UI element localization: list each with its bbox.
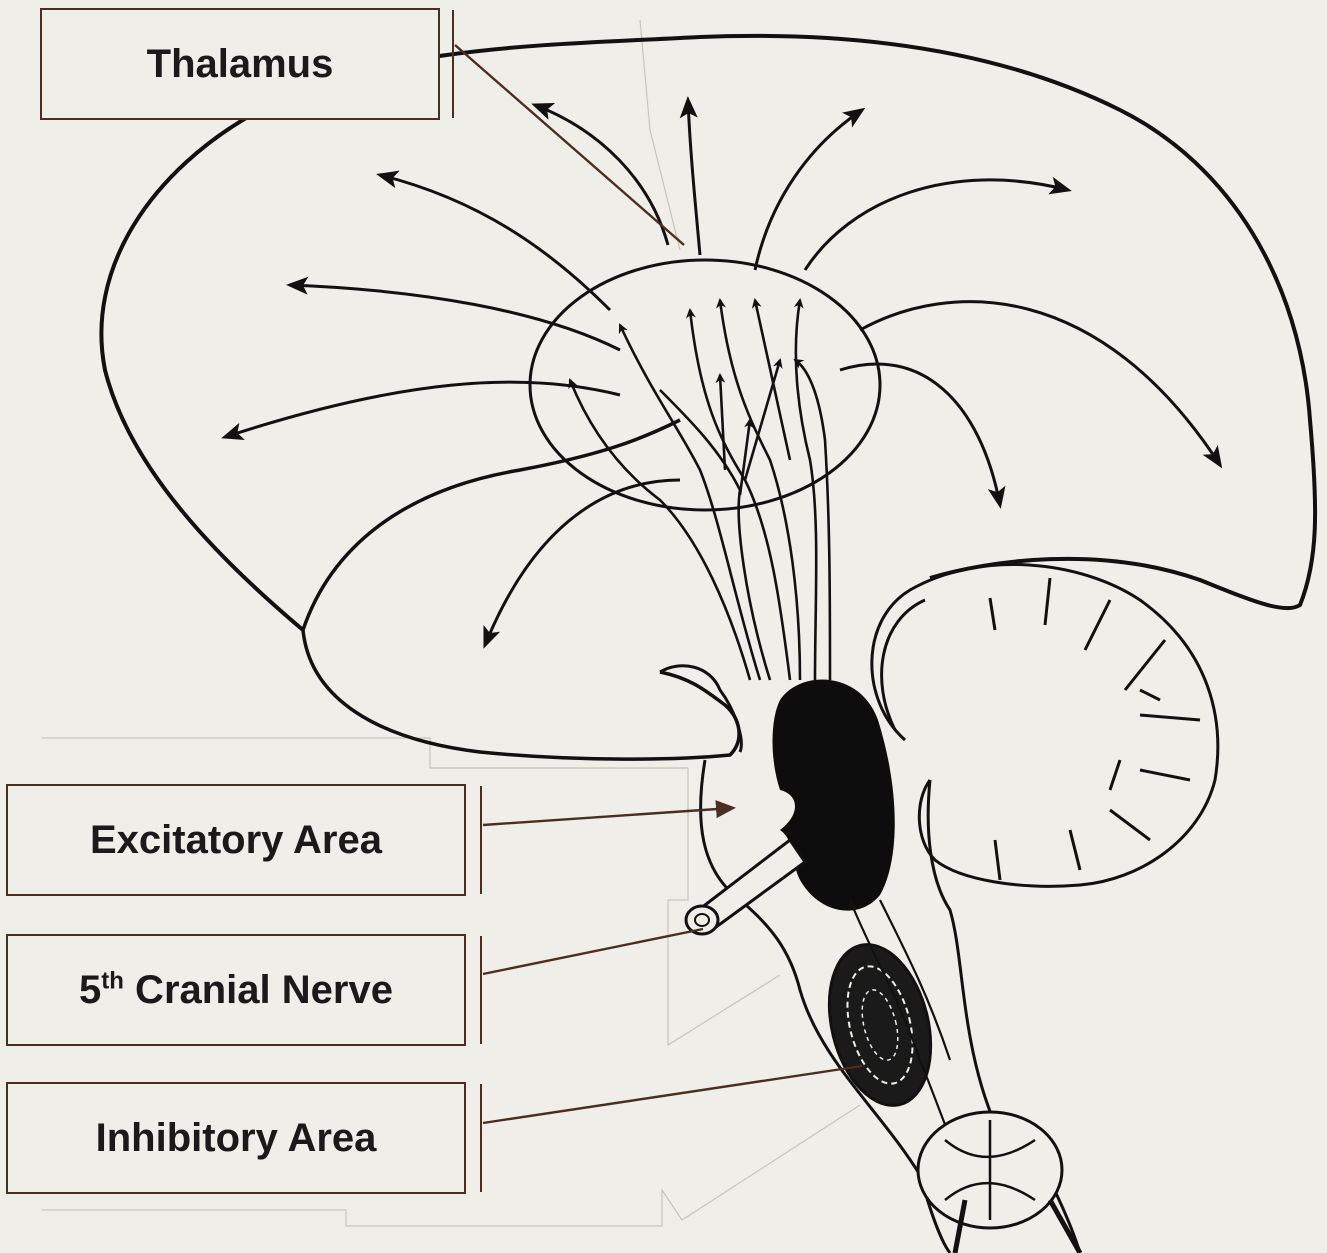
excitatory-label-bar	[480, 786, 482, 894]
inhibitory-region	[814, 934, 947, 1116]
reticular-formation	[773, 680, 895, 911]
cranial-nerve-name: Cranial Nerve	[124, 968, 393, 1012]
inhibitory-area-label: Inhibitory Area	[6, 1082, 466, 1194]
inhibitory-leader	[483, 1066, 862, 1123]
cerebrum-outline	[101, 36, 1315, 630]
excitatory-area-label: Excitatory Area	[6, 784, 466, 896]
excitatory-leader	[483, 808, 732, 825]
thalamus-label-text: Thalamus	[147, 42, 334, 87]
cranial-nerve-drawing	[686, 840, 805, 934]
cranial-nerve-ordinal-suffix: th	[101, 967, 124, 994]
cranial-nerve-label: 5th Cranial Nerve	[6, 934, 466, 1046]
thalamus-label: Thalamus	[40, 8, 440, 120]
temporal-lobe-outline	[303, 420, 680, 630]
thalamus-leader	[455, 45, 684, 245]
cortical-projections	[225, 100, 1220, 645]
cerebellum	[872, 565, 1218, 887]
frontal-base-outline	[303, 630, 739, 759]
cranial-nerve-leader	[483, 929, 703, 974]
cranial-nerve-label-text: 5th Cranial Nerve	[79, 968, 393, 1013]
cranial-nerve-ordinal: 5	[79, 968, 101, 1012]
excitatory-area-label-text: Excitatory Area	[90, 818, 382, 863]
inhibitory-label-bar	[480, 1084, 482, 1192]
inhibitory-area-label-text: Inhibitory Area	[96, 1116, 377, 1161]
cranial-nerve-label-bar	[480, 936, 482, 1044]
thalamus-label-bar	[452, 10, 454, 118]
spinal-cord-section	[918, 1112, 1080, 1253]
